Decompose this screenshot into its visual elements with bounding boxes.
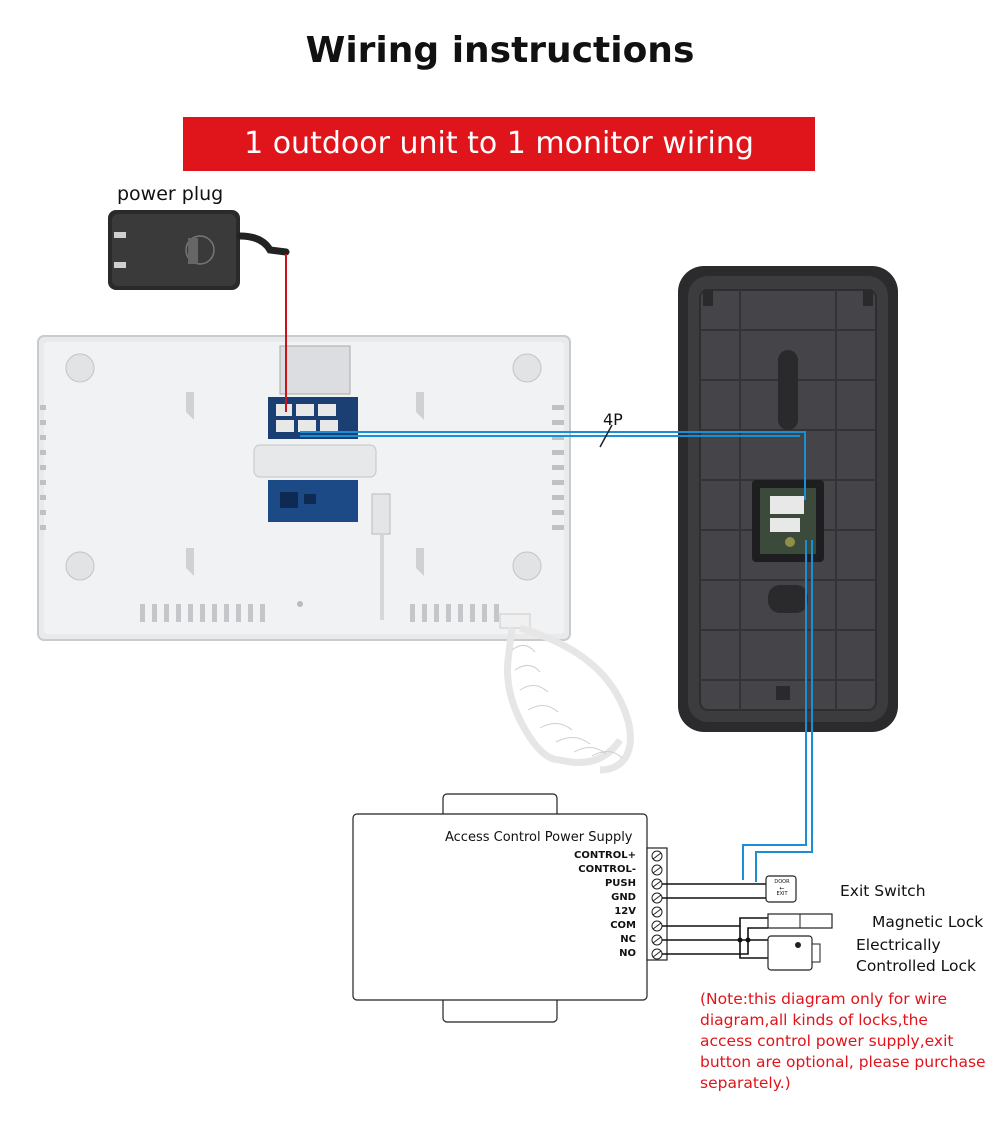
electric-lock-icon	[767, 935, 821, 971]
outdoor-unit	[678, 266, 898, 732]
note-line: separately.)	[700, 1074, 791, 1092]
terminal-label: COM	[610, 920, 636, 931]
exit-switch-icon	[765, 875, 797, 903]
exit-button-text-door: DOOR	[774, 879, 790, 885]
magnetic-lock-label: Magnetic Lock	[872, 913, 984, 931]
terminal-label: 12V	[614, 906, 636, 917]
power-supply-title: Access Control Power Supply	[445, 830, 633, 845]
indoor-monitor	[37, 335, 571, 641]
page-title: Wiring instructions	[305, 30, 695, 71]
terminal-label: NC	[620, 934, 636, 945]
access-control-power-supply	[352, 793, 668, 1023]
exit-switch-label: Exit Switch	[840, 882, 926, 900]
wiring-method-banner: 1 outdoor unit to 1 monitor wiring metho…	[183, 117, 815, 215]
exit-button-text-exit: EXIT	[776, 891, 788, 897]
terminal-label: CONTROL-	[578, 864, 636, 875]
handset-cord	[499, 613, 634, 774]
magnetic-lock-icon	[767, 913, 833, 929]
cable-4p	[300, 431, 806, 500]
electric-lock-label-line1: Electrically	[856, 936, 941, 954]
note-line: button are optional, please purchase	[700, 1053, 986, 1071]
note-line: diagram,all kinds of locks,the	[700, 1011, 928, 1029]
electric-lock-label-line2: Controlled Lock	[856, 957, 976, 975]
cable-4p-label: 4P	[603, 410, 623, 429]
disclaimer-note: (Note:this diagram only for wire diagram…	[700, 989, 990, 1094]
power-plug	[108, 210, 290, 290]
exit-button-face: DOOR ← EXIT	[768, 879, 796, 898]
unlock-wires	[742, 540, 813, 882]
terminal-label: NO	[619, 948, 636, 959]
terminal-label: CONTROL+	[574, 850, 636, 861]
terminal-label: PUSH	[604, 878, 636, 889]
lock-wires	[662, 883, 768, 959]
terminal-label: GND	[611, 892, 636, 903]
note-line: access control power supply,exit	[700, 1032, 954, 1050]
note-line: (Note:this diagram only for wire	[700, 990, 948, 1008]
power-plug-label: power plug	[117, 183, 224, 205]
